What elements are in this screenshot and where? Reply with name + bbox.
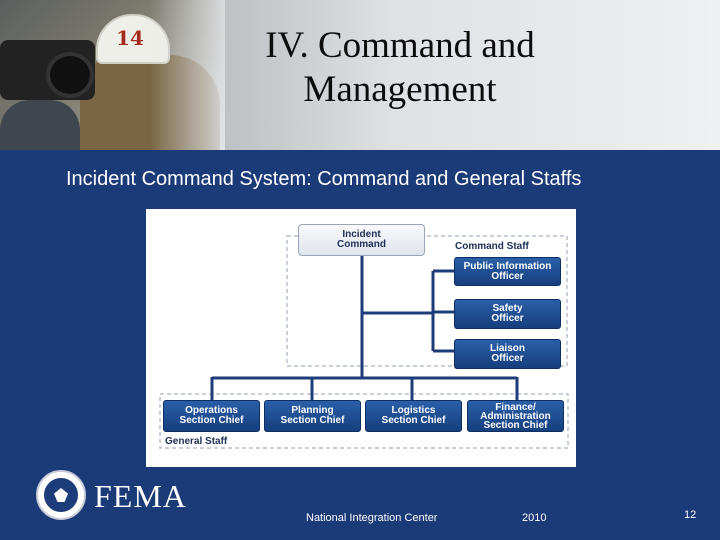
slide-title-line-2: Management: [303, 69, 497, 110]
general-staff-line-2: Administration: [480, 410, 551, 422]
safety-officer-box: Safety Officer: [454, 299, 561, 329]
command-staff-line-2: Officer: [491, 313, 524, 324]
slide-number: 12: [684, 509, 697, 521]
general-staff-frame: [159, 393, 569, 449]
slide-title-line-1: IV. Command and: [265, 25, 535, 66]
general-staff-line-2: Section Chief: [381, 415, 446, 426]
planning-section-chief-box: Planning Section Chief: [264, 400, 361, 432]
command-staff-frame: [286, 235, 568, 367]
incident-command-line-2: Command: [337, 239, 386, 250]
incident-command-box: Incident Command: [298, 224, 425, 256]
incident-command-line-1: Incident: [342, 229, 381, 240]
general-staff-line-2: Section Chief: [179, 415, 244, 426]
dhs-seal-icon: [36, 470, 86, 520]
general-staff-label: General Staff: [165, 436, 228, 447]
slide-title: IV. Command and Management: [230, 24, 570, 112]
firefighter-photo: 14: [0, 0, 225, 150]
footer-center-text: National Integration Center: [306, 512, 438, 524]
logistics-section-chief-box: Logistics Section Chief: [365, 400, 462, 432]
finance-administration-section-chief-box: Finance/ Administration Section Chief: [467, 400, 564, 432]
liaison-officer-box: Liaison Officer: [454, 339, 561, 369]
general-staff-line-1: Finance/: [495, 401, 536, 413]
footer-year: 2010: [522, 512, 547, 524]
slide-header: 14 IV. Command and Management: [0, 0, 720, 150]
general-staff-line-2: Section Chief: [280, 415, 345, 426]
general-staff-line-1: Planning: [291, 405, 334, 416]
general-staff-line-1: Operations: [185, 405, 238, 416]
command-staff-line-1: Public Information: [463, 260, 552, 272]
org-chart-connectors: [159, 235, 569, 449]
command-staff-line-1: Safety: [492, 303, 523, 314]
slide-subtitle: Incident Command System: Command and Gen…: [66, 168, 582, 190]
command-staff-label: Command Staff: [455, 241, 529, 252]
general-staff-line-3: Section Chief: [483, 419, 548, 431]
command-staff-line-1: Liaison: [489, 343, 525, 354]
operations-section-chief-box: Operations Section Chief: [163, 400, 260, 432]
command-staff-line-2: Officer: [491, 270, 524, 282]
fema-logo: FEMA: [94, 478, 187, 514]
command-staff-line-2: Officer: [491, 353, 524, 364]
general-staff-line-1: Logistics: [391, 405, 436, 416]
public-information-officer-box: Public Information Officer: [454, 257, 561, 286]
